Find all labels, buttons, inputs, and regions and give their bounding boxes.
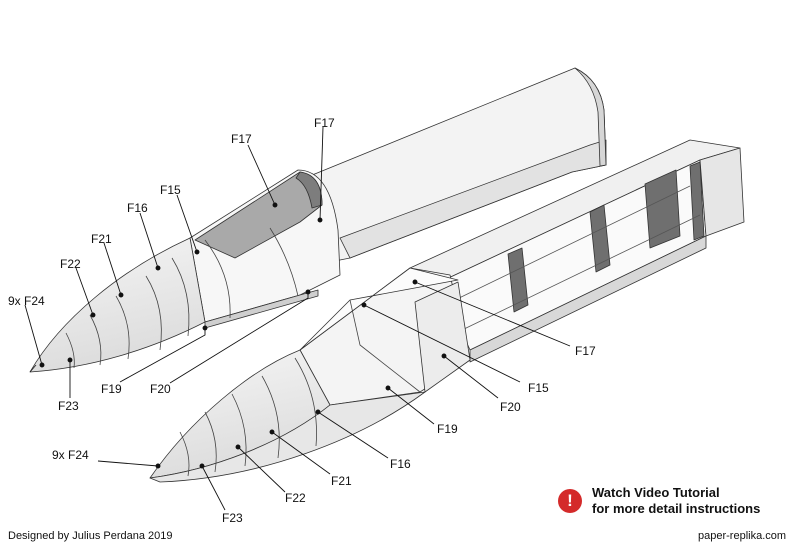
notice-line-1: Watch Video Tutorial bbox=[592, 485, 720, 500]
label-bottom-f22: F22 bbox=[285, 491, 306, 505]
label-bottom-f23: F23 bbox=[222, 511, 243, 525]
top-spine-side bbox=[339, 139, 607, 259]
exclamation-icon: ! bbox=[558, 489, 582, 513]
site-link[interactable]: paper-replika.com bbox=[698, 530, 787, 542]
notice-line-2: for more detail instructions bbox=[592, 501, 761, 516]
bottom-labels: F17 F15 F20 F19 F16 F21 F22 F23 9x F24 bbox=[52, 344, 596, 525]
label-bottom-f19: F19 bbox=[437, 422, 458, 436]
label-top-f17-right: F17 bbox=[314, 116, 335, 130]
bottom-mid-face bbox=[414, 281, 471, 393]
label-top-f15: F15 bbox=[160, 183, 181, 197]
top-spine-end bbox=[574, 67, 607, 167]
label-top-f24: 9x F24 bbox=[8, 294, 45, 308]
label-bottom-f15: F15 bbox=[528, 381, 549, 395]
video-tutorial-notice[interactable]: ! Watch Video Tutorial for more detail i… bbox=[558, 485, 760, 517]
label-top-f23: F23 bbox=[58, 399, 79, 413]
label-bottom-f16: F16 bbox=[390, 457, 411, 471]
label-top-f21: F21 bbox=[91, 232, 112, 246]
notice-text: Watch Video Tutorial for more detail ins… bbox=[592, 485, 760, 517]
designer-credit: Designed by Julius Perdana 2019 bbox=[8, 530, 173, 542]
label-top-f17-left: F17 bbox=[231, 132, 252, 146]
bottom-frame-end bbox=[699, 147, 745, 237]
bottom-mid-top bbox=[299, 267, 459, 351]
label-bottom-f17: F17 bbox=[575, 344, 596, 358]
leader-lines bbox=[24, 126, 571, 511]
top-nose-cone bbox=[29, 237, 206, 373]
bottom-lower-body bbox=[149, 391, 426, 483]
label-bottom-f20: F20 bbox=[500, 400, 521, 414]
bottom-fuselage-assembly bbox=[149, 139, 745, 483]
label-bottom-f21: F21 bbox=[331, 474, 352, 488]
label-top-f16: F16 bbox=[127, 201, 148, 215]
top-canopy-inner-wall bbox=[295, 171, 323, 209]
label-top-f22: F22 bbox=[60, 257, 81, 271]
label-bottom-f24: 9x F24 bbox=[52, 448, 89, 462]
top-labels: 9x F24 F22 F21 F16 F15 F17 F17 F23 F19 F… bbox=[8, 116, 335, 413]
label-top-f19: F19 bbox=[101, 382, 122, 396]
top-fuselage-assembly bbox=[29, 67, 607, 373]
label-top-f20: F20 bbox=[150, 382, 171, 396]
